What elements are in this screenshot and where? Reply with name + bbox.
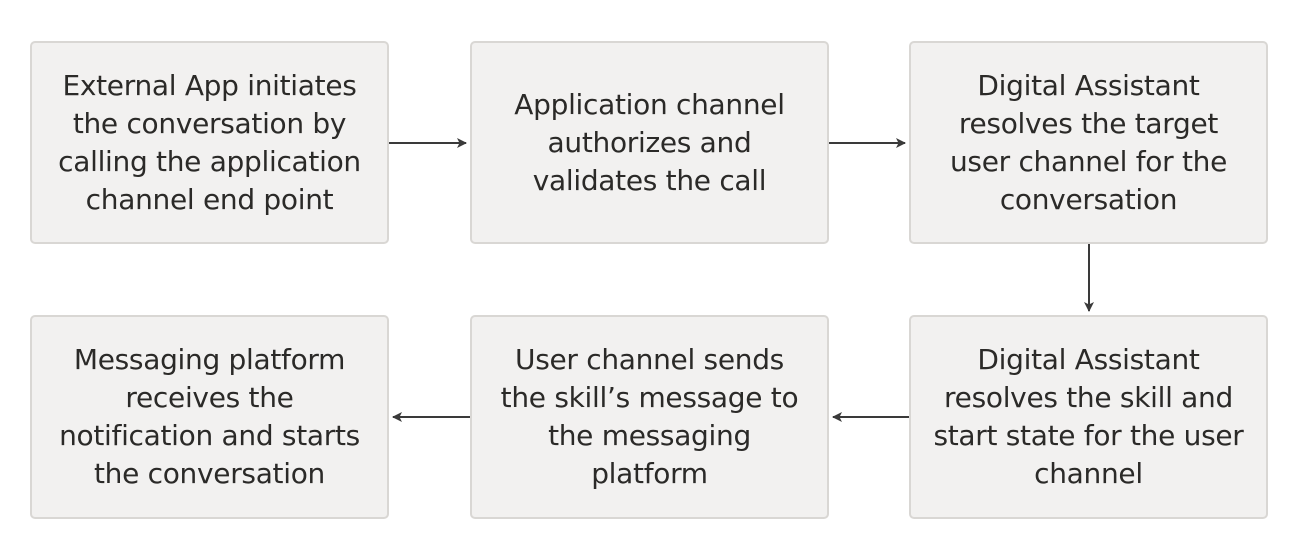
step-box-external-app-initiates: External App initiates the conversation … <box>30 41 389 244</box>
step-text-messaging-platform-receives: Messaging platform receives the notifica… <box>59 343 360 490</box>
step-box-application-channel-authorizes: Application channel authorizes and valid… <box>470 41 829 244</box>
step-text-resolves-skill-start-state: Digital Assistant resolves the skill and… <box>933 343 1244 490</box>
step-text-external-app-initiates: External App initiates the conversation … <box>58 68 361 216</box>
step-box-resolves-target-user-channel: Digital Assistant resolves the target us… <box>909 41 1268 244</box>
step-box-user-channel-sends: User channel sends the skill’s message t… <box>470 315 829 519</box>
step-text-user-channel-sends: User channel sends the skill’s message t… <box>500 343 799 490</box>
step-box-resolves-skill-start-state: Digital Assistant resolves the skill and… <box>909 315 1268 519</box>
step-text-resolves-target-user-channel: Digital Assistant resolves the target us… <box>949 68 1228 216</box>
step-text-application-channel-authorizes: Application channel authorizes and valid… <box>514 87 785 197</box>
step-box-messaging-platform-receives: Messaging platform receives the notifica… <box>30 315 389 519</box>
